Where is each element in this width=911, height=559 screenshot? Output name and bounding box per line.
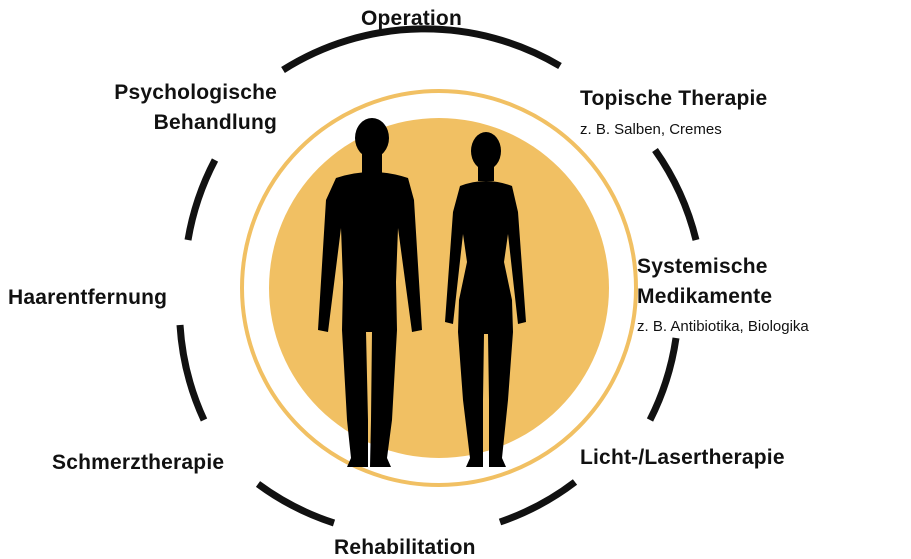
ring-arc-bottom-right bbox=[500, 482, 575, 522]
accent-disc bbox=[269, 118, 609, 458]
label-psychologische: Psychologische bbox=[77, 80, 277, 106]
label-operation: Operation bbox=[361, 6, 462, 32]
label-rehabilitation: Rehabilitation bbox=[334, 535, 476, 559]
ring-arc-top-left bbox=[188, 160, 215, 240]
label-medikamente: Medikamente bbox=[637, 284, 772, 310]
ring-arc-right bbox=[650, 338, 676, 420]
ring-arc-left bbox=[180, 325, 204, 420]
label-topische-therapie-examples: z. B. Salben, Cremes bbox=[580, 121, 722, 139]
ring-arc-top-right bbox=[655, 150, 696, 240]
label-systemische-examples: z. B. Antibiotika, Biologika bbox=[637, 318, 809, 336]
ring-arc-top bbox=[283, 29, 560, 70]
ring-arc-bottom-left bbox=[258, 484, 334, 523]
label-licht-lasertherapie: Licht-/Lasertherapie bbox=[580, 445, 785, 471]
label-haarentfernung: Haarentfernung bbox=[8, 285, 167, 311]
label-schmerztherapie: Schmerztherapie bbox=[52, 450, 224, 476]
label-behandlung: Behandlung bbox=[77, 110, 277, 136]
label-systemische: Systemische bbox=[637, 254, 768, 280]
label-topische-therapie: Topische Therapie bbox=[580, 86, 767, 112]
